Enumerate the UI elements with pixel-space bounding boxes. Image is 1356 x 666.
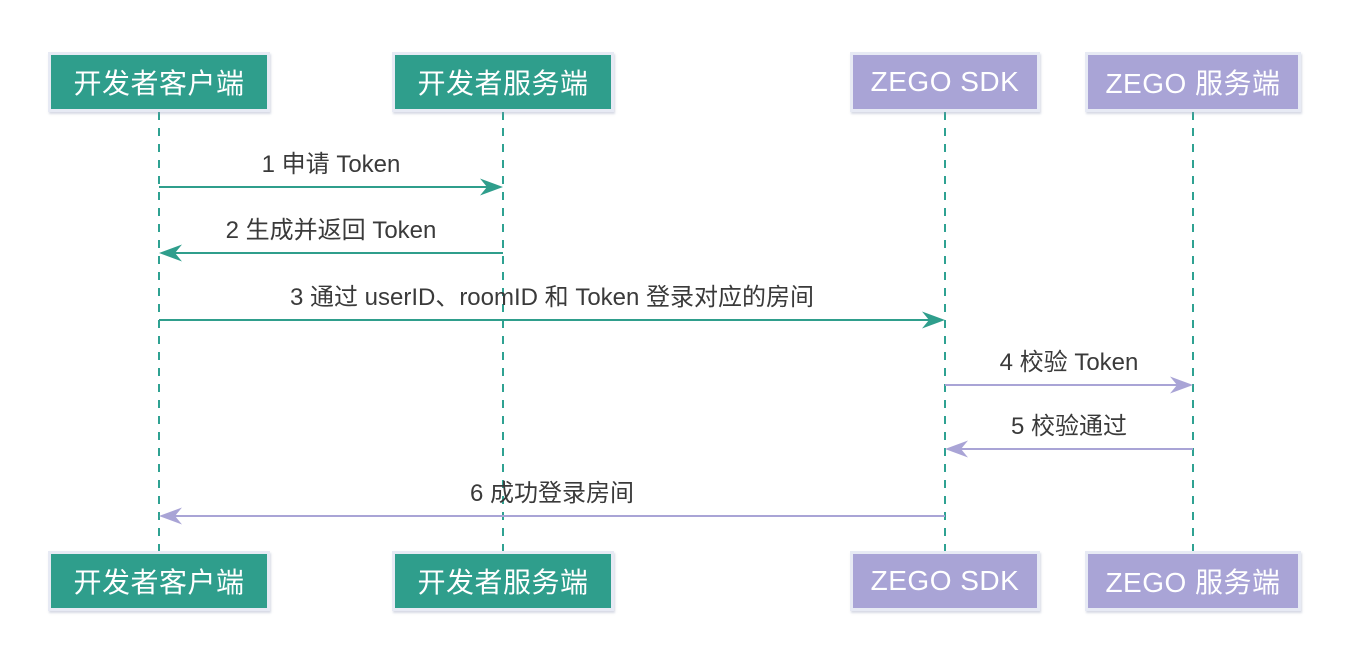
actor-box-dev-client-bottom: 开发者客户端: [48, 551, 270, 611]
arrowhead-icon: [945, 440, 968, 458]
actor-label: 开发者客户端: [73, 68, 245, 99]
message-label-3: 3 通过 userID、roomID 和 Token 登录对应的房间: [289, 284, 815, 311]
actor-box-zego-sdk-bottom: ZEGO SDK: [850, 551, 1040, 611]
actor-label: ZEGO 服务端: [1105, 68, 1281, 99]
actor-label: ZEGO 服务端: [1105, 567, 1281, 598]
message-label-5: 5 校验通过: [1010, 413, 1128, 440]
message-label-4: 4 校验 Token: [999, 349, 1139, 376]
message-label-2: 2 生成并返回 Token: [225, 217, 437, 244]
message-arrow-5: [945, 440, 1193, 458]
actor-box-zego-server-bottom: ZEGO 服务端: [1085, 551, 1301, 611]
message-arrow-4: [945, 376, 1193, 394]
message-label-1: 1 申请 Token: [261, 151, 401, 178]
actor-label: 开发者客户端: [73, 567, 245, 598]
actor-box-dev-server-bottom: 开发者服务端: [392, 551, 614, 611]
actor-box-zego-sdk-top: ZEGO SDK: [850, 52, 1040, 112]
message-arrow-3: [159, 311, 945, 329]
arrowhead-icon: [480, 178, 503, 196]
message-arrow-2: [159, 244, 503, 262]
actor-label: 开发者服务端: [417, 567, 589, 598]
message-label-6: 6 成功登录房间: [469, 480, 635, 507]
actor-label: ZEGO SDK: [870, 66, 1020, 97]
actor-label: 开发者服务端: [417, 68, 589, 99]
message-arrow-1: [159, 178, 503, 196]
arrowhead-icon: [1170, 376, 1193, 394]
actor-box-zego-server-top: ZEGO 服务端: [1085, 52, 1301, 112]
actor-box-dev-client-top: 开发者客户端: [48, 52, 270, 112]
message-arrow-6: [159, 507, 945, 525]
arrowhead-icon: [922, 311, 945, 329]
arrowhead-icon: [159, 244, 182, 262]
arrowhead-icon: [159, 507, 182, 525]
actor-label: ZEGO SDK: [870, 565, 1020, 596]
actor-box-dev-server-top: 开发者服务端: [392, 52, 614, 112]
